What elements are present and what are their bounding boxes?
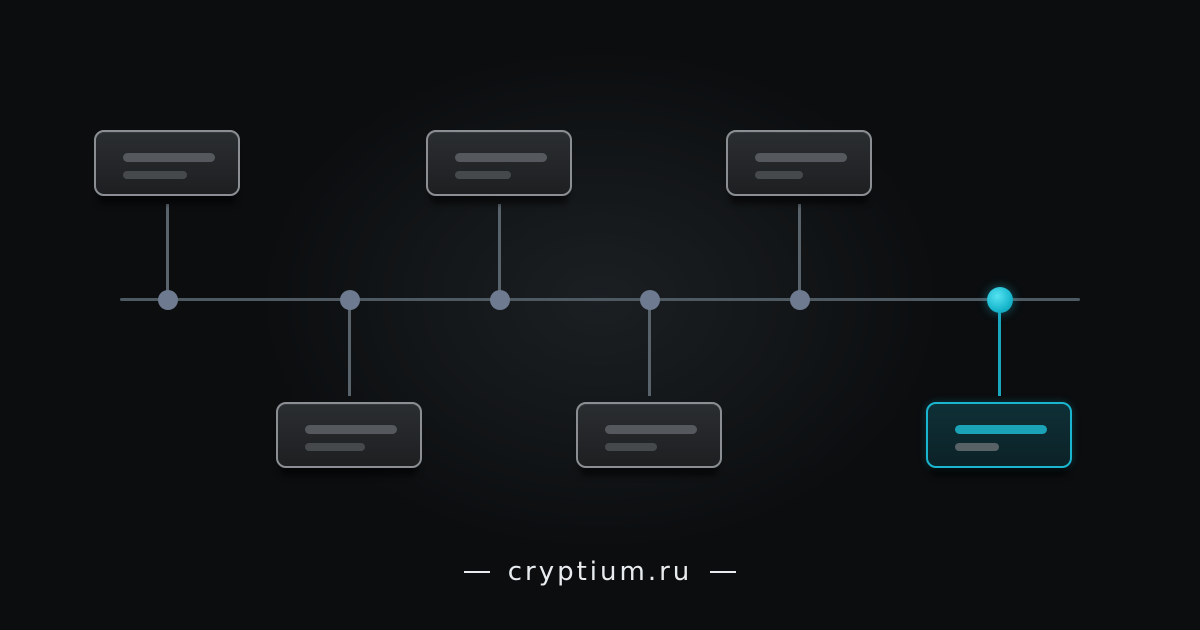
card-title-placeholder xyxy=(605,425,697,434)
event-card-2 xyxy=(276,402,422,468)
timeline-node-4 xyxy=(640,290,660,310)
connector-line-4 xyxy=(648,300,651,396)
timeline-node-1 xyxy=(158,290,178,310)
card-subtitle-placeholder xyxy=(755,171,803,179)
card-subtitle-placeholder xyxy=(305,443,365,451)
card-title-placeholder xyxy=(755,153,847,162)
card-title-placeholder xyxy=(455,153,547,162)
connector-line-1 xyxy=(166,204,169,300)
card-subtitle-placeholder xyxy=(123,171,187,179)
timeline-node-3 xyxy=(490,290,510,310)
connector-line-5 xyxy=(798,204,801,300)
timeline-node-active xyxy=(987,287,1013,313)
connector-line-2 xyxy=(348,300,351,396)
card-subtitle-placeholder xyxy=(955,443,999,451)
event-card-5 xyxy=(726,130,872,196)
card-title-placeholder xyxy=(955,425,1047,434)
left-dash-decoration xyxy=(463,570,490,573)
timeline-node-5 xyxy=(790,290,810,310)
card-subtitle-placeholder xyxy=(455,171,511,179)
site-domain-text: cryptium.ru xyxy=(507,557,693,587)
event-card-1 xyxy=(94,130,240,196)
connector-line-3 xyxy=(498,204,501,300)
card-title-placeholder xyxy=(123,153,215,162)
event-card-3 xyxy=(426,130,572,196)
right-dash-decoration xyxy=(710,570,737,573)
site-footer: cryptium.ru xyxy=(0,557,1200,587)
card-subtitle-placeholder xyxy=(605,443,657,451)
event-card-highlighted xyxy=(926,402,1072,468)
card-title-placeholder xyxy=(305,425,397,434)
event-card-4 xyxy=(576,402,722,468)
timeline-node-2 xyxy=(340,290,360,310)
timeline-axis xyxy=(120,298,1080,301)
connector-line-6 xyxy=(998,300,1001,396)
